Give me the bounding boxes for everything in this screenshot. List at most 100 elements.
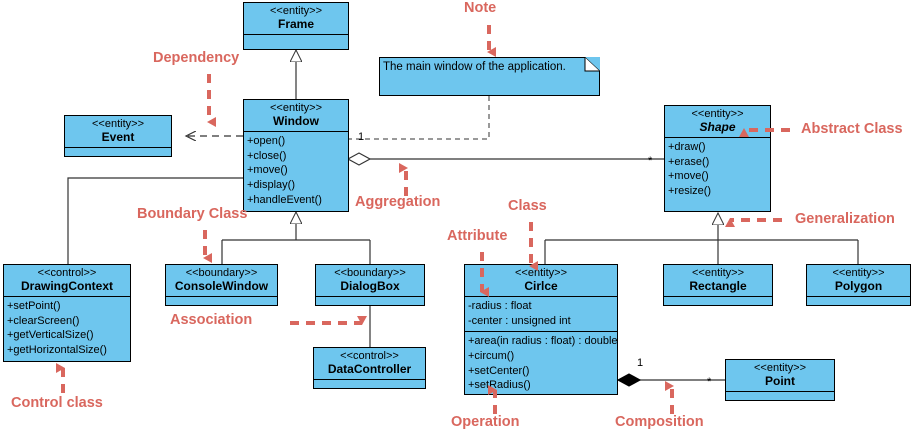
- class-operations: +open() +close() +move() +display() +han…: [244, 131, 348, 210]
- class-box-drawingcontext[interactable]: <<control>> DrawingContext +setPoint() +…: [3, 264, 131, 362]
- class-header: <<entity>> Point: [726, 360, 834, 391]
- class-compartment-empty: [166, 296, 277, 308]
- operation-item: +draw(): [668, 141, 706, 154]
- multiplicity-shape-many: *: [648, 155, 653, 167]
- operation-item: +area(in radius : float) : double: [468, 335, 618, 348]
- class-stereotype: <<entity>>: [692, 267, 744, 279]
- class-name: Polygon: [834, 278, 883, 293]
- class-box-consolewindow[interactable]: <<boundary>> ConsoleWindow: [165, 264, 278, 306]
- operation-item: +setPoint(): [7, 300, 61, 313]
- class-compartment-empty: [65, 147, 171, 159]
- operation-item: +clearScreen(): [7, 314, 80, 327]
- composition-circle-point: [616, 373, 725, 387]
- class-stereotype: <<entity>>: [754, 362, 806, 374]
- class-compartment-empty: [316, 296, 424, 308]
- class-box-window[interactable]: <<entity>> Window +open() +close() +move…: [243, 99, 349, 212]
- annotation-attribute: Attribute: [447, 228, 508, 244]
- operation-item: +getVerticalSize(): [7, 329, 94, 342]
- aggregation-window-shape: [346, 152, 664, 166]
- class-name: Event: [101, 129, 135, 144]
- class-attributes: -radius : float -center : unsigned int: [465, 296, 617, 331]
- operation-item: +open(): [247, 135, 286, 148]
- class-header: <<control>> DrawingContext: [4, 265, 130, 296]
- class-stereotype: <<boundary>>: [334, 267, 406, 279]
- class-box-event[interactable]: <<entity>> Event: [64, 115, 172, 157]
- class-stereotype: <<entity>>: [832, 267, 885, 279]
- class-stereotype: <<boundary>>: [185, 267, 258, 279]
- class-name: Cirlce: [524, 278, 558, 293]
- attribute-item: -radius : float: [468, 300, 532, 313]
- class-header: <<entity>> Shape: [665, 106, 770, 137]
- class-stereotype: <<control>>: [340, 350, 399, 362]
- class-header: <<entity>> Cirlce: [465, 265, 617, 296]
- multiplicity-circle-one: 1: [637, 357, 644, 369]
- class-name: Rectangle: [689, 278, 747, 293]
- class-name: Window: [273, 113, 319, 128]
- operation-item: +display(): [247, 178, 295, 191]
- note-anchor-line: [348, 96, 490, 140]
- annotation-association: Association: [170, 312, 253, 328]
- multiplicity-window-aggregation: 1: [358, 131, 365, 143]
- annotation-abstract-class: Abstract Class: [801, 121, 903, 137]
- class-compartment-empty: [244, 34, 348, 46]
- class-box-rectangle[interactable]: <<entity>> Rectangle: [663, 264, 773, 306]
- class-box-circle[interactable]: <<entity>> Cirlce -radius : float -cente…: [464, 264, 618, 395]
- annotation-composition: Composition: [615, 414, 704, 430]
- class-header: <<entity>> Rectangle: [664, 265, 772, 296]
- class-header: <<entity>> Frame: [244, 3, 348, 34]
- class-stereotype: <<control>>: [37, 267, 97, 279]
- class-compartment-empty: [664, 296, 772, 308]
- generalization-shapes-shape: [544, 213, 859, 265]
- annotation-control-class: Control class: [11, 395, 103, 411]
- class-header: <<boundary>> DialogBox: [316, 265, 424, 296]
- operation-item: +move(): [247, 164, 288, 177]
- class-operations: +area(in radius : float) : double +circu…: [465, 331, 618, 395]
- operation-item: +setRadius(): [468, 379, 531, 392]
- class-header: <<control>> DataController: [314, 348, 425, 379]
- class-stereotype: <<entity>>: [270, 102, 322, 114]
- class-box-point[interactable]: <<entity>> Point: [725, 359, 835, 401]
- class-operations: +draw() +erase() +move() +resize(): [665, 137, 770, 201]
- class-name: DrawingContext: [20, 278, 113, 293]
- operation-item: +close(): [247, 149, 287, 162]
- note-shape: [379, 57, 600, 96]
- annotation-dependency: Dependency: [153, 50, 240, 66]
- annotation-operation: Operation: [451, 414, 520, 430]
- class-stereotype: <<entity>>: [515, 267, 567, 279]
- class-box-frame[interactable]: <<entity>> Frame: [243, 2, 349, 50]
- class-box-polygon[interactable]: <<entity>> Polygon: [806, 264, 911, 306]
- class-name: DialogBox: [340, 278, 400, 293]
- class-stereotype: <<entity>>: [92, 118, 144, 130]
- class-compartment-empty: [314, 379, 425, 391]
- operation-item: +circum(): [468, 349, 515, 362]
- annotation-generalization: Generalization: [795, 211, 895, 227]
- class-name: DataController: [327, 361, 412, 376]
- class-header: <<boundary>> ConsoleWindow: [166, 265, 277, 296]
- generalization-boundary-window: [221, 212, 371, 265]
- class-box-dialogbox[interactable]: <<boundary>> DialogBox: [315, 264, 425, 306]
- class-operations: +setPoint() +clearScreen() +getVerticalS…: [4, 296, 130, 360]
- operation-item: +resize(): [668, 184, 712, 197]
- attribute-item: -center : unsigned int: [468, 314, 571, 327]
- class-name: Shape: [699, 119, 736, 134]
- annotation-class: Class: [508, 198, 547, 214]
- class-box-datacontroller[interactable]: <<control>> DataController: [313, 347, 426, 389]
- operation-item: +erase(): [668, 155, 710, 168]
- annotation-aggregation: Aggregation: [355, 194, 441, 210]
- annotation-note: Note: [464, 0, 497, 16]
- operation-item: +handleEvent(): [247, 193, 322, 206]
- multiplicity-point-many: *: [707, 376, 712, 388]
- class-stereotype: <<entity>>: [270, 5, 322, 17]
- class-header: <<entity>> Polygon: [807, 265, 910, 296]
- class-header: <<entity>> Window: [244, 100, 348, 131]
- class-name: ConsoleWindow: [174, 278, 269, 293]
- class-name: Point: [765, 373, 795, 388]
- annotation-boundary-class: Boundary Class: [137, 206, 248, 222]
- class-box-shape[interactable]: <<entity>> Shape +draw() +erase() +move(…: [664, 105, 771, 212]
- note-box[interactable]: The main window of the application.: [379, 57, 600, 96]
- class-header: <<entity>> Event: [65, 116, 171, 147]
- class-compartment-empty: [807, 296, 910, 308]
